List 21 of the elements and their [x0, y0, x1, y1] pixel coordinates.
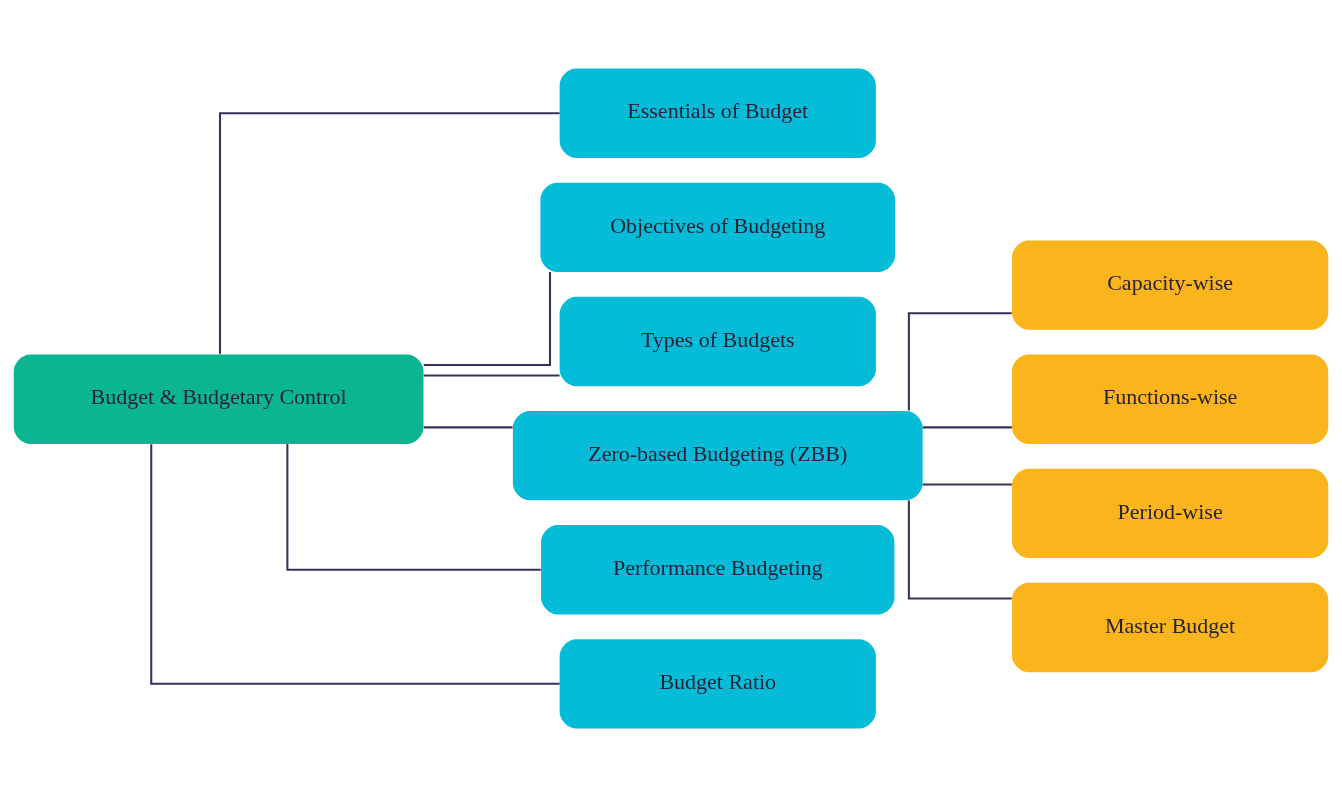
node-box: Essentials of Budget [559, 68, 876, 158]
connector [423, 425, 513, 428]
connector [150, 443, 560, 685]
connector [423, 374, 560, 377]
connector [922, 482, 1012, 485]
node-box: Budget & Budgetary Control [13, 354, 424, 444]
node-box: Types of Budgets [559, 296, 876, 386]
node-box: Objectives of Budgeting [540, 182, 896, 272]
node-box: Capacity-wise [1012, 239, 1329, 330]
node-box: Master Budget [1012, 582, 1329, 672]
connector [907, 499, 1012, 600]
node-box: Budget Ratio [559, 638, 876, 728]
connector [218, 111, 560, 354]
connector [907, 311, 1012, 411]
connector [423, 271, 552, 366]
node-box: Performance Budgeting [541, 524, 895, 614]
connector [286, 443, 541, 571]
node-box: Zero-based Budgeting (ZBB) [512, 410, 923, 500]
node-box: Functions-wise [1012, 354, 1329, 444]
node-box: Period-wise [1012, 468, 1329, 558]
connector [922, 425, 1012, 428]
